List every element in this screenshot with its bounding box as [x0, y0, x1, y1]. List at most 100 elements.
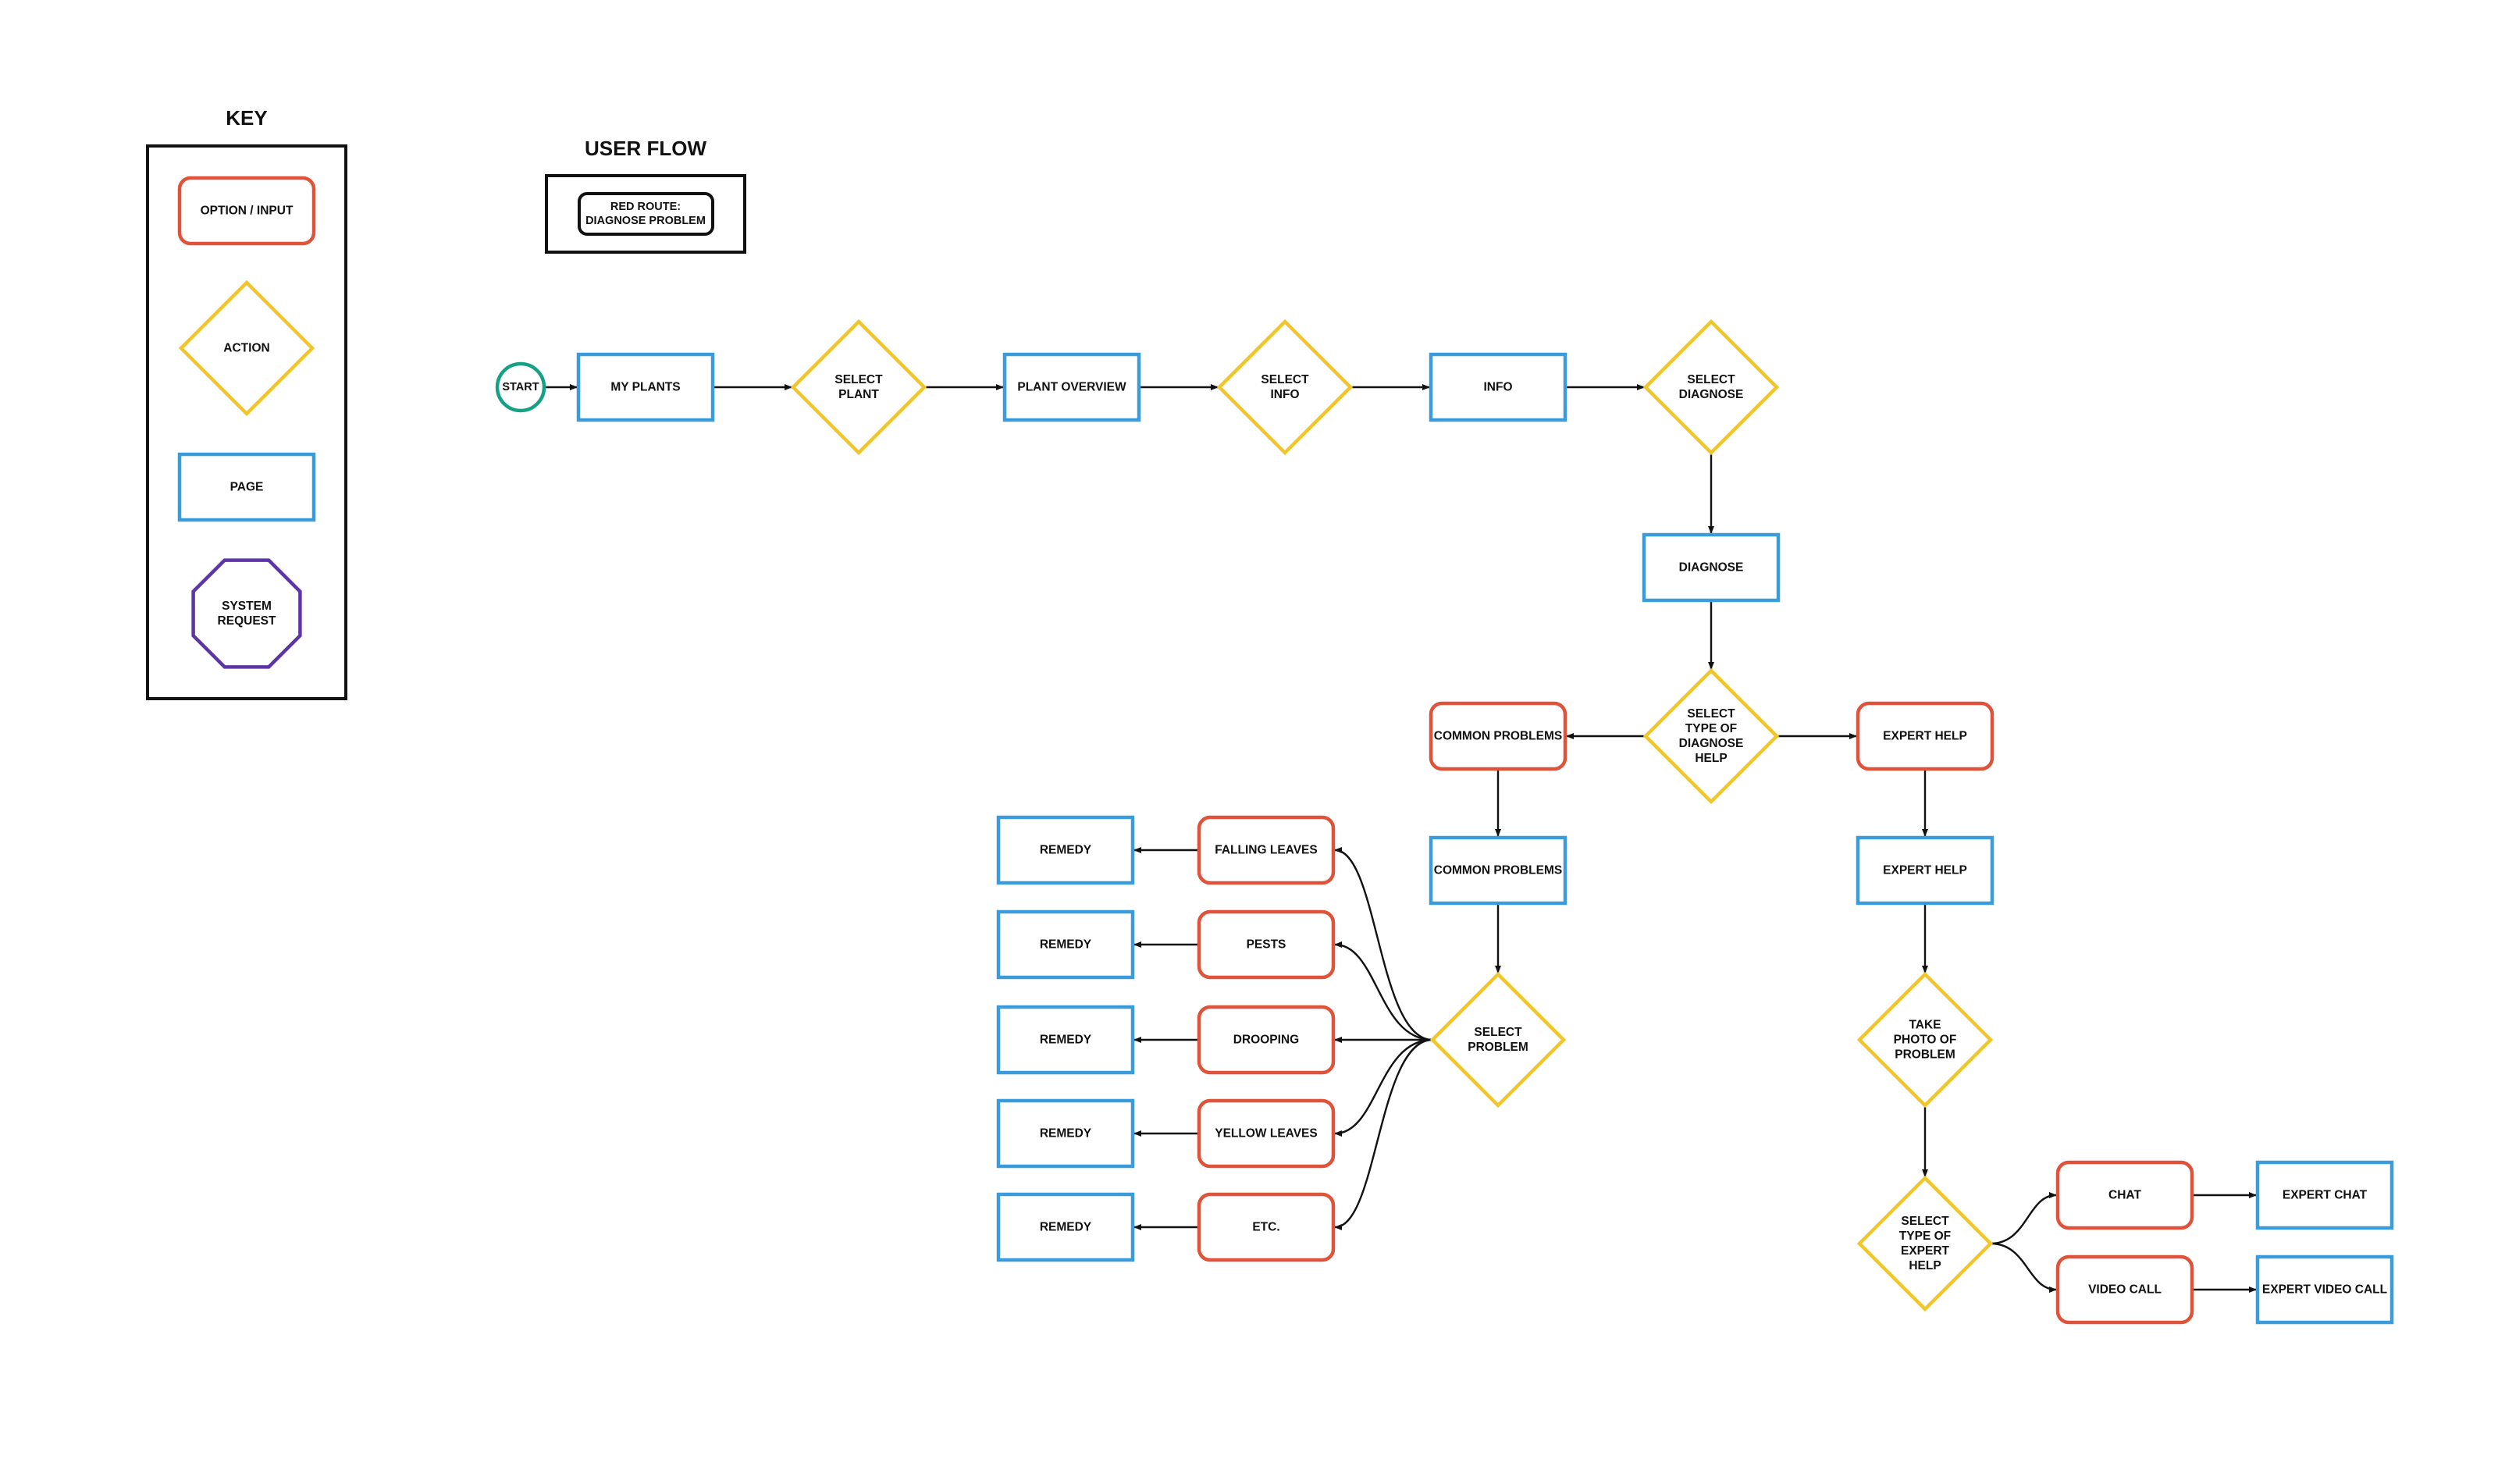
page-shape [177, 452, 316, 522]
node-label: ETC. [1252, 1221, 1279, 1234]
node-label-line: SELECT [1901, 1215, 1949, 1228]
node-opt-common[interactable]: COMMON PROBLEMS [1429, 701, 1567, 771]
node-plant-overview[interactable]: PLANT OVERVIEW [1002, 352, 1141, 422]
node-label: CHAT [2108, 1189, 2141, 1202]
page-shape [1002, 352, 1141, 422]
node-label-line: SELECT [1261, 373, 1309, 386]
node-opt-chat[interactable]: CHAT [2055, 1160, 2194, 1230]
node-opt-etc[interactable]: ETC. [1197, 1192, 1336, 1262]
action-shape [1642, 319, 1780, 456]
node-page-expert-video[interactable]: EXPERT VIDEO CALL [2255, 1254, 2394, 1325]
node-label-line: REMEDY [1040, 1034, 1092, 1047]
node-label: FALLING LEAVES [1215, 844, 1317, 857]
edge-select-problem-to-opt-falling [1334, 847, 1433, 1041]
page-shape [996, 1192, 1135, 1262]
node-label-line: EXPERT HELP [1883, 864, 1967, 877]
node-info[interactable]: INFO [1429, 352, 1567, 422]
node-remedy4[interactable]: REMEDY [996, 1098, 1135, 1169]
key-item-label-line: ACTION [223, 342, 269, 355]
action-shape [1429, 971, 1567, 1109]
node-opt-falling[interactable]: FALLING LEAVES [1197, 815, 1336, 885]
node-opt-yellow[interactable]: YELLOW LEAVES [1197, 1098, 1336, 1169]
edge-select-type-expert-to-opt-video [1990, 1242, 2057, 1293]
node-opt-pests[interactable]: PESTS [1197, 909, 1336, 980]
node-remedy5[interactable]: REMEDY [996, 1192, 1135, 1262]
node-label-line: PESTS [1247, 938, 1286, 952]
node-opt-expert[interactable]: EXPERT HELP [1856, 701, 1994, 771]
node-label: EXPERT VIDEO CALL [2262, 1283, 2387, 1297]
node-label: DROOPING [1233, 1034, 1299, 1047]
node-label: PESTS [1247, 938, 1286, 952]
node-label-line: REMEDY [1040, 1127, 1092, 1141]
node-label-line: HELP [1909, 1259, 1941, 1272]
key-title: KEY [226, 106, 267, 130]
user-flow-header: USER FLOW RED ROUTE:DIAGNOSE PROBLEM [545, 137, 746, 254]
node-page-common[interactable]: COMMON PROBLEMS [1429, 835, 1567, 906]
page-shape [996, 1098, 1135, 1169]
start-shape [495, 361, 546, 413]
edge-select-problem-to-opt-pests [1334, 941, 1433, 1041]
node-label-line: COMMON PROBLEMS [1434, 730, 1562, 743]
node-label: REMEDY [1040, 844, 1092, 857]
node-diagnose[interactable]: DIAGNOSE [1642, 532, 1781, 603]
edge-select-type-expert-to-opt-chat [1990, 1192, 2057, 1245]
node-start[interactable]: START [495, 361, 546, 413]
node-label-line: DIAGNOSE [1679, 388, 1744, 401]
node-label-line: EXPERT HELP [1883, 730, 1967, 743]
action-shape [1856, 971, 1994, 1109]
node-label-line: PROBLEM [1895, 1048, 1955, 1062]
system-request-shape [191, 558, 302, 669]
edge-select-problem-to-opt-yellow [1334, 1038, 1433, 1137]
page-shape [1429, 352, 1567, 422]
option-shape [1197, 1098, 1336, 1169]
option-shape [1856, 701, 1994, 771]
node-label-line: DROOPING [1233, 1034, 1299, 1047]
key-item-label-line: SYSTEM [222, 600, 272, 613]
node-my-plants[interactable]: MY PLANTS [576, 352, 715, 422]
option-shape [177, 176, 316, 246]
red-route-text-line: DIAGNOSE PROBLEM [585, 215, 706, 227]
node-label-line: TAKE [1909, 1019, 1941, 1032]
edge-select-problem-to-opt-etc [1334, 1038, 1433, 1230]
node-page-expert[interactable]: EXPERT HELP [1856, 835, 1994, 906]
node-label-line: SELECT [1474, 1026, 1522, 1039]
node-label-line: TYPE OF [1685, 722, 1737, 735]
user-flow-frame [545, 174, 746, 254]
node-opt-video[interactable]: VIDEO CALL [2055, 1254, 2194, 1325]
action-shape [1216, 319, 1354, 456]
node-label: INFO [1483, 381, 1512, 394]
node-remedy1[interactable]: REMEDY [996, 815, 1135, 885]
node-label-line: HELP [1695, 752, 1727, 765]
node-remedy3[interactable]: REMEDY [996, 1005, 1135, 1075]
node-remedy2[interactable]: REMEDY [996, 909, 1135, 980]
node-label-line: EXPERT CHAT [2283, 1189, 2368, 1202]
action-shape [790, 319, 927, 456]
node-label-line: SELECT [1687, 707, 1735, 721]
node-opt-drooping[interactable]: DROOPING [1197, 1005, 1336, 1075]
node-page-expert-chat[interactable]: EXPERT CHAT [2255, 1160, 2394, 1230]
node-label: EXPERT CHAT [2283, 1189, 2368, 1202]
key-item-option: OPTION / INPUT [177, 176, 316, 246]
page-shape [2255, 1160, 2394, 1230]
action-shape [178, 279, 315, 417]
node-label-line: VIDEO CALL [2088, 1283, 2162, 1297]
node-label-line: PHOTO OF [1894, 1034, 1957, 1047]
page-shape [1429, 835, 1567, 906]
node-label-line: SELECT [834, 373, 883, 386]
page-shape [996, 815, 1135, 885]
key-frame [146, 144, 347, 700]
